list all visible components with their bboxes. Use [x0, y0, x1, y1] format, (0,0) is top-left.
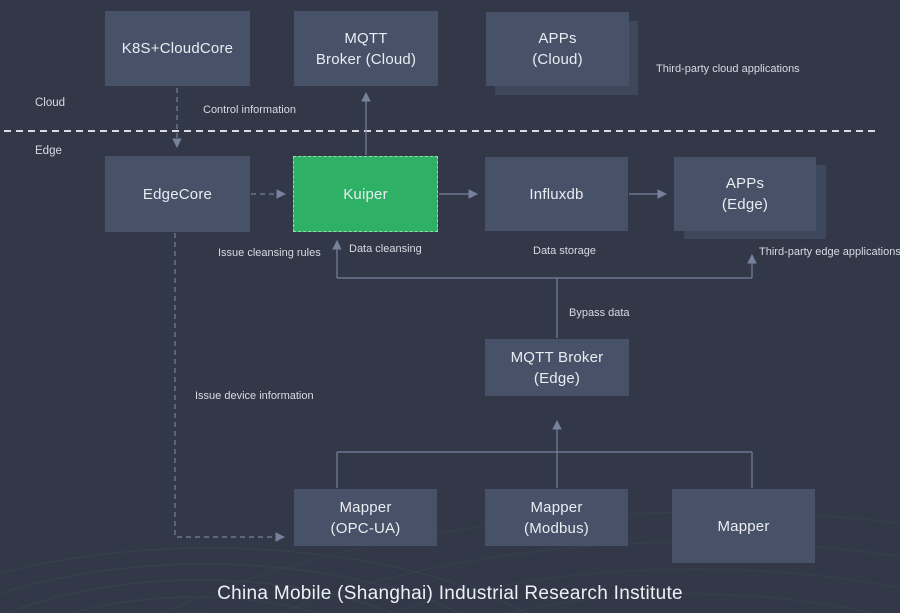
- node-label: Mapper: [339, 498, 392, 516]
- node-label: APPs: [725, 175, 765, 192]
- node-label: K8S+CloudCore: [121, 40, 234, 57]
- node-label: Influxdb: [529, 185, 584, 203]
- node-mapper-modbus: Mapper (Modbus): [485, 489, 628, 546]
- node-mqtt-broker-edge: MQTT Broker (Edge): [485, 339, 629, 396]
- edge-label-issue-cleansing-rules: Issue cleansing rules: [218, 247, 321, 259]
- edge-label-data-cleansing: Data cleansing: [349, 243, 422, 255]
- node-label: EdgeCore: [142, 185, 213, 203]
- edge-label-data-storage: Data storage: [533, 245, 596, 257]
- node-kuiper: Kuiper: [293, 156, 438, 232]
- node-label: MQTT: [344, 29, 388, 47]
- node-apps-edge: APPs (Edge): [674, 157, 816, 231]
- node-label: Mapper: [530, 498, 583, 516]
- node-label: Kuiper: [343, 185, 388, 203]
- label-third-party-cloud-applications: Third-party cloud applications: [656, 63, 800, 75]
- zone-label-edge: Edge: [35, 145, 62, 157]
- node-label: Broker (Cloud): [315, 50, 417, 68]
- node-label: (Edge): [721, 196, 769, 213]
- node-label: MQTT Broker: [510, 348, 604, 366]
- node-mapper-generic: Mapper: [672, 489, 815, 563]
- edge-label-bypass-data: Bypass data: [569, 307, 630, 319]
- node-edgecore: EdgeCore: [105, 156, 250, 232]
- node-mqtt-broker-cloud: MQTT Broker (Cloud): [294, 11, 438, 86]
- zone-label-cloud: Cloud: [35, 97, 66, 109]
- node-label: (Edge): [533, 369, 581, 387]
- node-label: APPs: [538, 30, 577, 47]
- node-apps-cloud: APPs (Cloud): [486, 12, 629, 86]
- edge-label-issue-device-information: Issue device information: [195, 390, 314, 402]
- node-label: Mapper: [717, 517, 770, 535]
- edge-label-control-information: Control information: [203, 104, 296, 116]
- node-mapper-opcua: Mapper (OPC-UA): [294, 489, 437, 546]
- node-label: (Cloud): [532, 51, 583, 68]
- node-label: (OPC-UA): [330, 519, 401, 537]
- label-third-party-edge-applications: Third-party edge applications: [759, 246, 900, 258]
- node-k8s-cloudcore: K8S+CloudCore: [105, 11, 250, 86]
- node-label: (Modbus): [524, 519, 589, 537]
- diagram-title: China Mobile (Shanghai) Industrial Resea…: [217, 583, 683, 604]
- node-influxdb: Influxdb: [485, 157, 628, 231]
